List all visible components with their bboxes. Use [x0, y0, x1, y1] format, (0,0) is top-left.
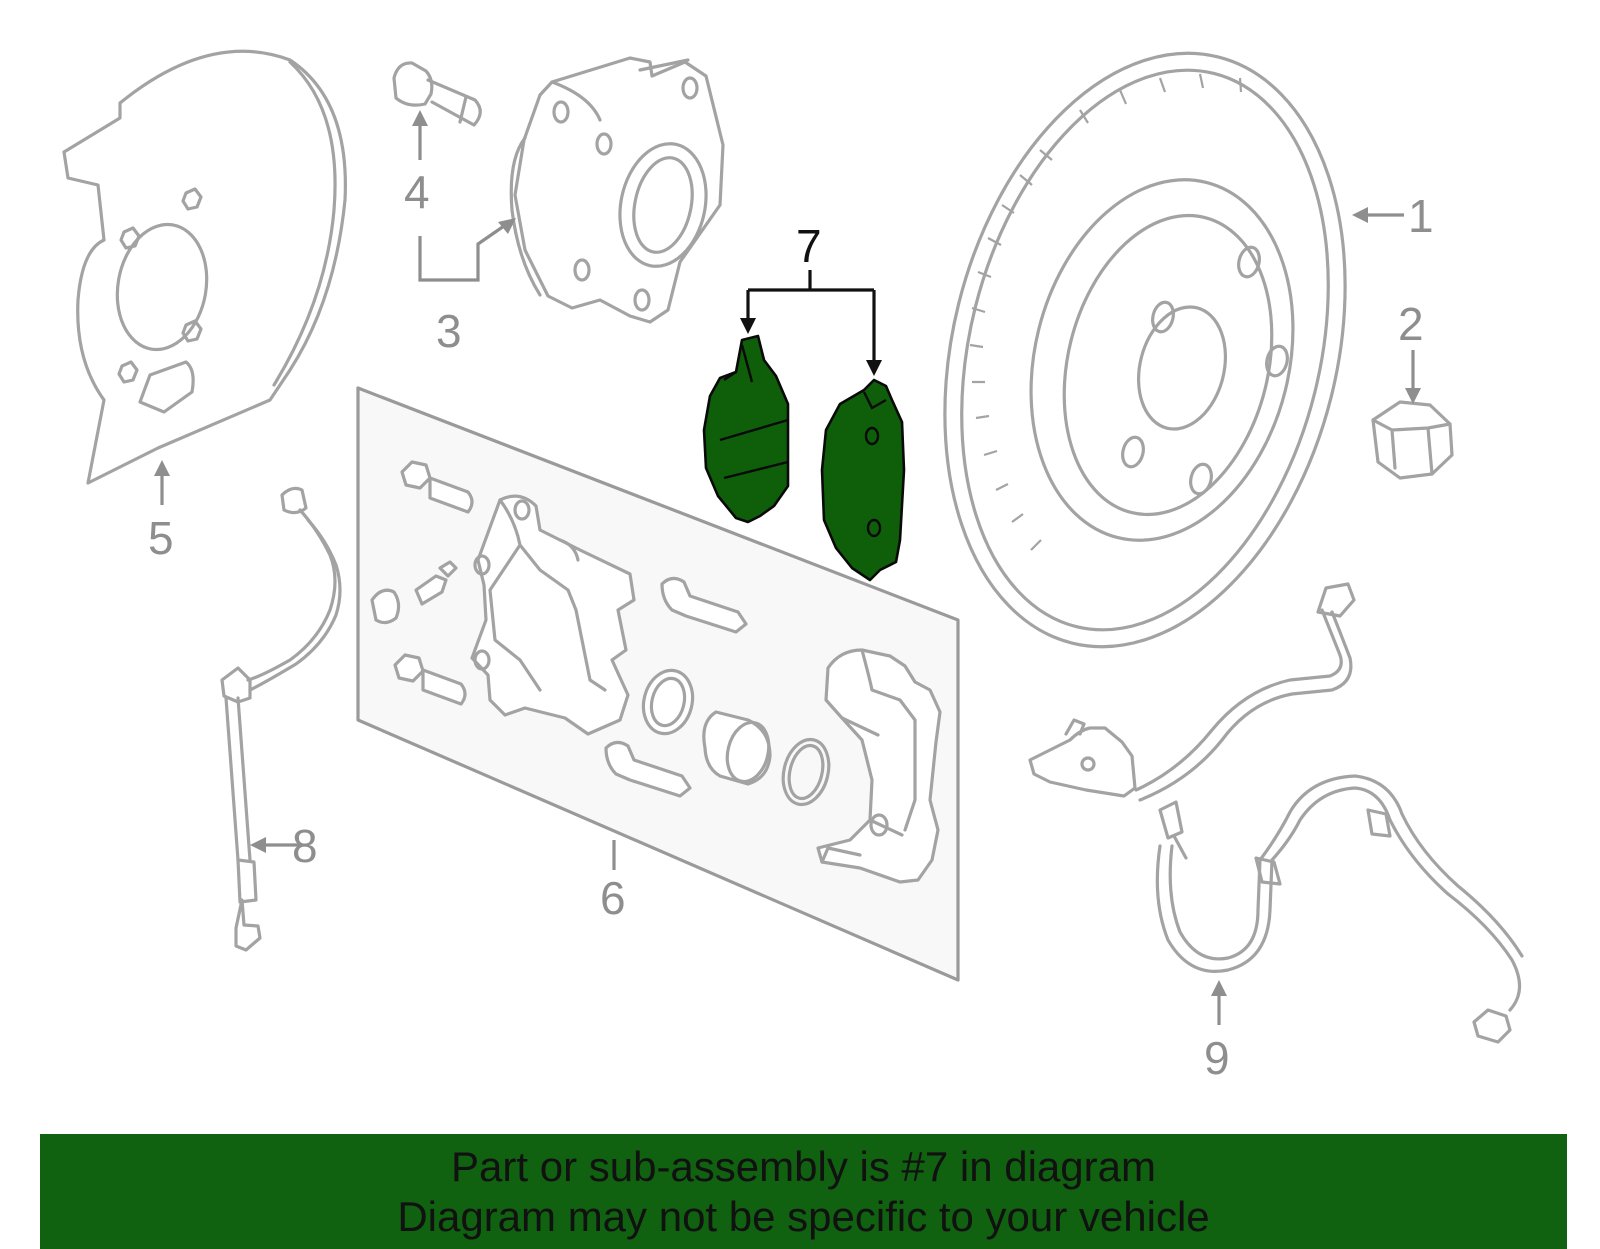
callout-1: 1 — [1408, 190, 1434, 242]
callout-8: 8 — [292, 820, 318, 872]
leader-lines — [154, 110, 1421, 1025]
banner-line-disclaimer: Diagram may not be specific to your vehi… — [397, 1192, 1210, 1240]
callout-7: 7 — [796, 220, 822, 272]
callout-5: 5 — [148, 512, 174, 564]
callout-4: 4 — [404, 166, 430, 218]
hub-assembly-part-3 — [509, 56, 725, 324]
brake-rotor-part-1 — [943, 51, 1347, 649]
callout-6: 6 — [600, 872, 626, 924]
brake-hose-part-8 — [220, 486, 342, 952]
brake-pads-part-7 — [702, 334, 906, 582]
callout-3: 3 — [436, 305, 462, 357]
banner-line-part-number: Part or sub-assembly is #7 in diagram — [451, 1142, 1156, 1190]
bolt-part-4 — [392, 61, 482, 127]
callout-9: 9 — [1204, 1032, 1230, 1084]
caliper-kit-part-6 — [356, 386, 960, 982]
info-banner: Part or sub-assembly is #7 in diagram Di… — [40, 1134, 1567, 1249]
lug-nut-part-2 — [1371, 400, 1454, 480]
dust-shield-part-5 — [62, 49, 347, 485]
callout-2: 2 — [1398, 298, 1424, 350]
abs-sensor-part-9 — [1028, 582, 1524, 1044]
